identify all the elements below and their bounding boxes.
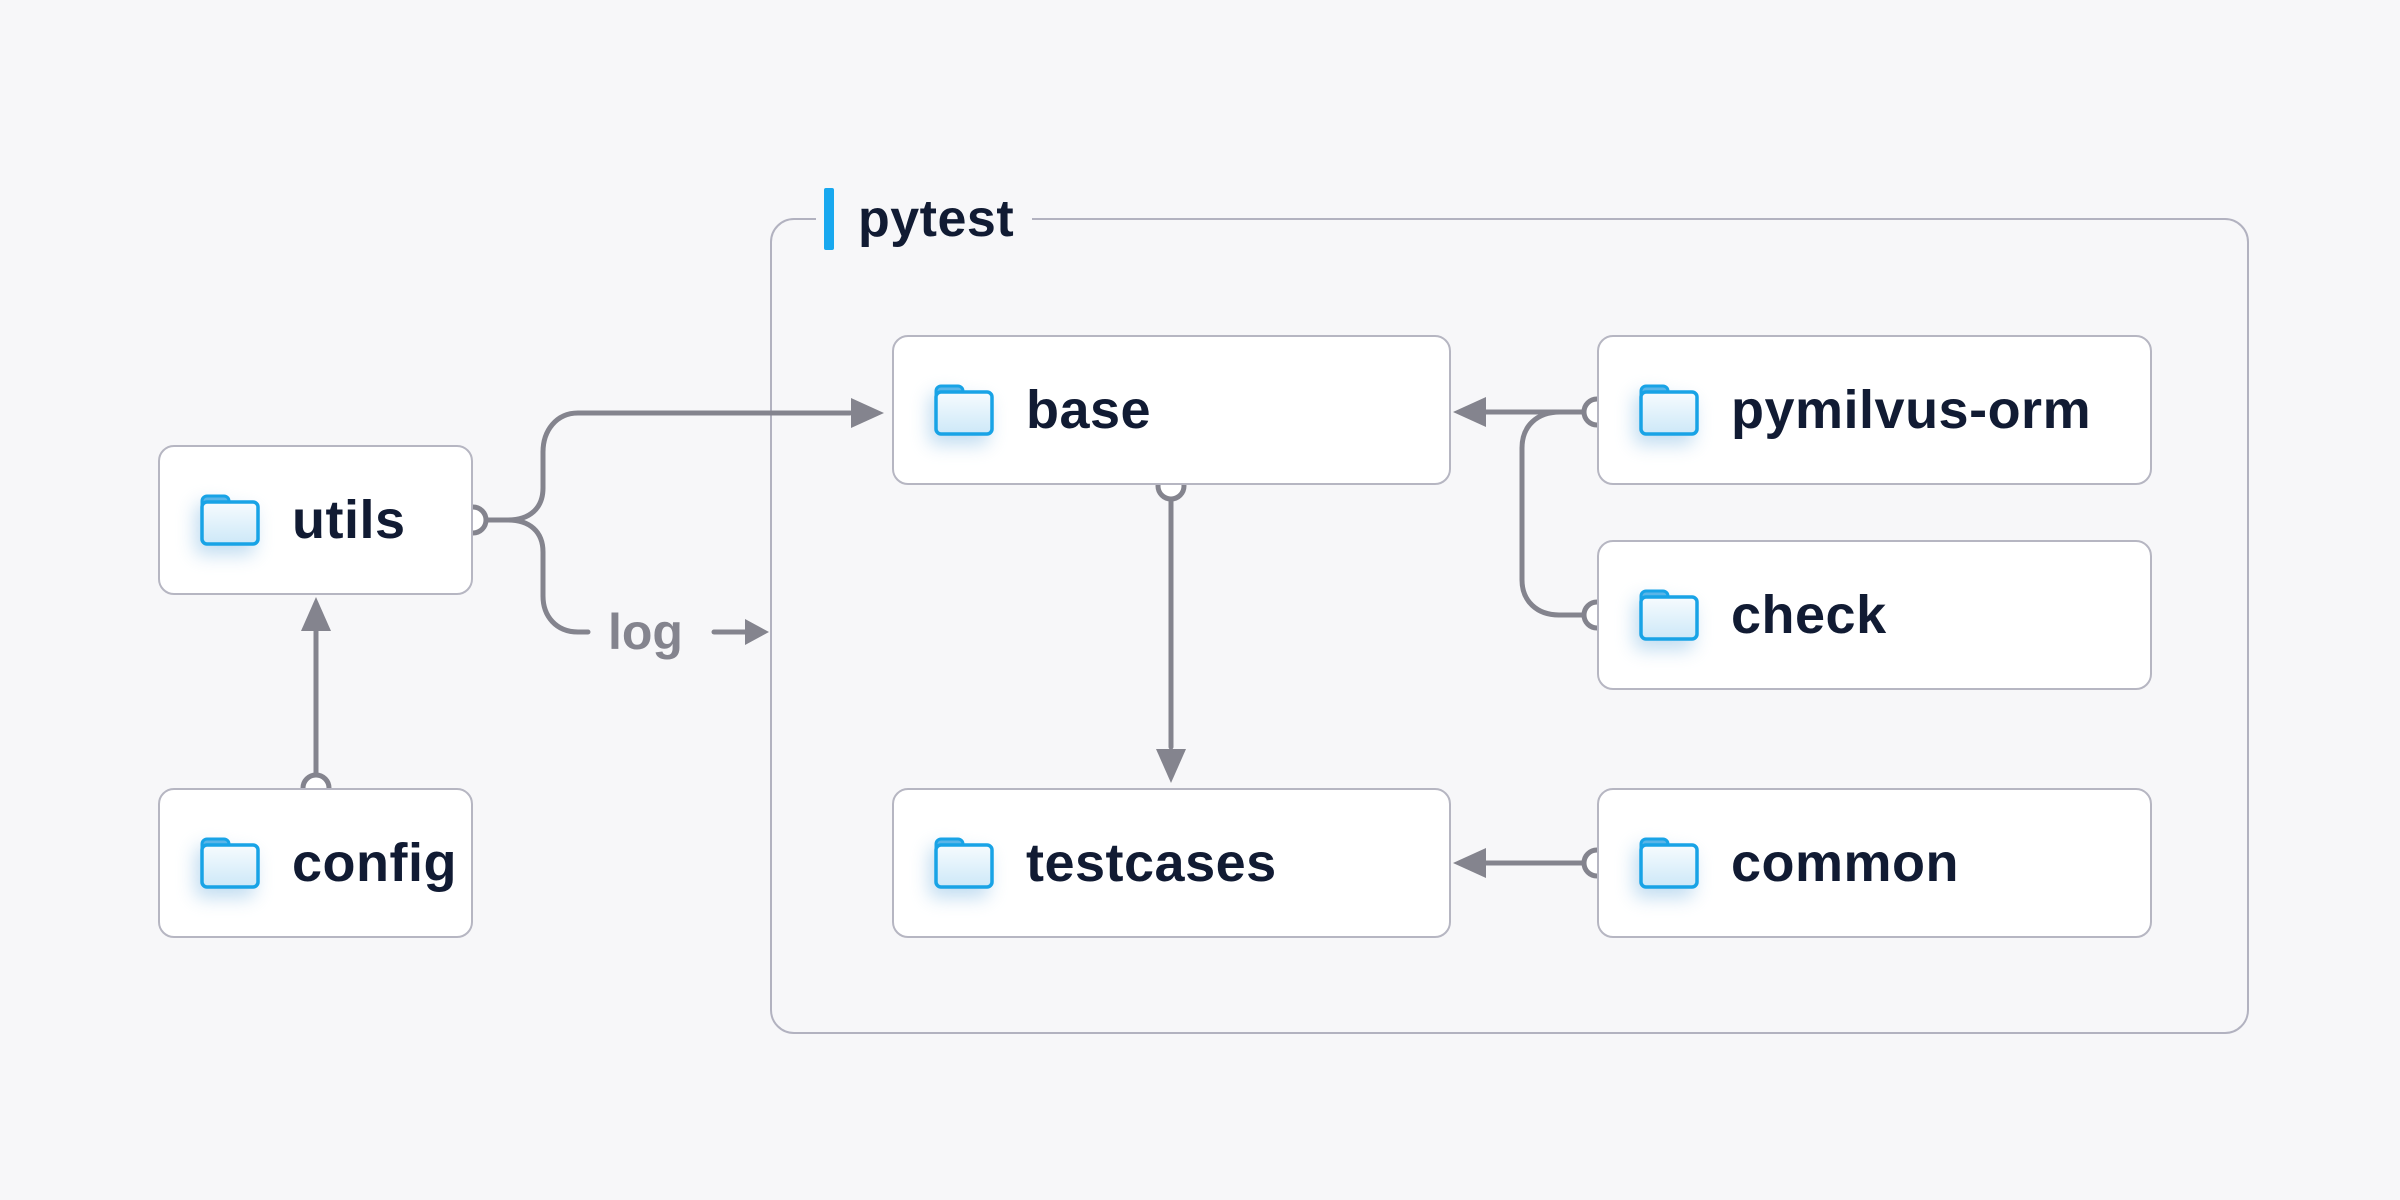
node-testcases-label: testcases [1026, 833, 1277, 893]
log-label: log [608, 604, 683, 660]
node-config: config [158, 788, 473, 938]
node-pymilvus-orm: pymilvus-orm [1597, 335, 2152, 485]
node-base-label: base [1026, 380, 1152, 440]
log-arrow-head-icon [745, 619, 769, 645]
folder-icon [932, 383, 996, 437]
node-utils-label: utils [292, 490, 406, 550]
folder-icon [1637, 588, 1701, 642]
node-common: common [1597, 788, 2152, 938]
node-check: check [1597, 540, 2152, 690]
edge-label-log: log [608, 604, 769, 660]
group-pytest-label: pytest [816, 187, 1033, 251]
folder-icon [932, 836, 996, 890]
node-config-label: config [292, 833, 457, 893]
folder-icon [1637, 383, 1701, 437]
folder-icon [198, 493, 262, 547]
group-pytest: pytest [770, 187, 2249, 1034]
group-pytest-title: pytest [858, 190, 1015, 248]
node-common-label: common [1731, 833, 1960, 893]
node-check-label: check [1731, 585, 1887, 645]
node-base: base [892, 335, 1451, 485]
folder-icon [1637, 836, 1701, 890]
node-pymilvus-orm-label: pymilvus-orm [1731, 380, 2092, 440]
node-testcases: testcases [892, 788, 1451, 938]
node-utils: utils [158, 445, 473, 595]
accent-bar-icon [824, 188, 834, 250]
edge-config-utils [300, 597, 332, 804]
folder-icon [198, 836, 262, 890]
